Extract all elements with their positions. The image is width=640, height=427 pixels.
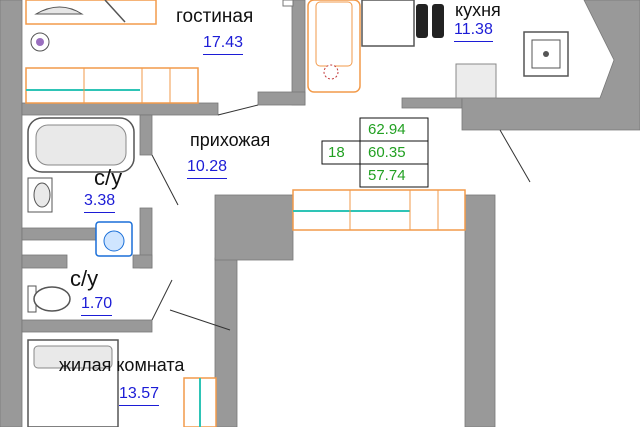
kitchen-outer-wall [461, 0, 640, 131]
room-name-hallway: прихожая [190, 130, 271, 150]
room-area-kitchen: 11.38 [454, 21, 493, 42]
toilet-fixtures [27, 285, 71, 313]
room-area-bathroom-underline [84, 212, 116, 213]
room-name-bathroom: с/у [94, 165, 123, 190]
summary-value-living: 60.35 [368, 144, 406, 161]
armchair-shape [34, 6, 84, 15]
summary-apartment-number: 18 [328, 144, 345, 161]
fridge [455, 63, 497, 99]
summary-table-number-cell [321, 140, 361, 165]
kitchen-furniture [307, 0, 569, 99]
room-area-toilet-value: 1.70 [81, 295, 113, 312]
wall-living-kitchen [291, 0, 306, 106]
summary-table-frame [359, 117, 429, 188]
chair-1 [416, 4, 428, 38]
sink-bowl [33, 182, 51, 208]
kitchen-plant-icon [323, 64, 339, 80]
wall-corridor-right [464, 194, 496, 427]
room-name-kitchen: кухня [455, 0, 501, 20]
tv-cabinet [25, 67, 199, 104]
room-area-hallway-value: 10.28 [187, 158, 228, 175]
living-room-furniture [25, 0, 294, 104]
room-area-living-underline [203, 54, 244, 55]
wall-corridor-block [214, 194, 294, 261]
wall-bath-upper [139, 114, 153, 156]
lamp-line [104, 0, 126, 23]
bedroom-furniture [27, 339, 217, 427]
door-living [217, 104, 259, 116]
door-bedroom [169, 309, 231, 331]
room-area-bathroom: 3.38 [84, 192, 116, 213]
room-area-toilet: 1.70 [81, 295, 113, 316]
room-area-kitchen-underline [454, 41, 493, 42]
room-area-bedroom: 13.57 [119, 385, 160, 406]
wall-toilet-bottom [21, 319, 153, 333]
sofa [25, 0, 157, 25]
dining-table [361, 0, 415, 47]
bathtub-inner [35, 124, 127, 166]
room-name-living: гостиная [176, 6, 254, 27]
room-area-living: 17.43 [203, 34, 244, 55]
wall-stub-living [257, 91, 306, 106]
door-kitchen [499, 129, 531, 183]
chair-2 [432, 4, 444, 38]
wall-toilet-top-left [21, 254, 68, 269]
wall-bath-toilet-left [21, 227, 98, 241]
summary-value-reduced: 57.74 [368, 167, 406, 184]
door-toilet [151, 279, 173, 321]
room-name-bedroom: жилая комната [59, 355, 185, 375]
left-outer-wall [0, 0, 23, 427]
room-area-hallway-underline [187, 178, 228, 179]
door-bath [151, 154, 179, 206]
room-name-toilet: с/у [70, 266, 99, 291]
room-area-living-value: 17.43 [203, 34, 244, 51]
stove-top [531, 39, 561, 69]
wall-stub-kitchen [401, 97, 463, 109]
room-area-bathroom-value: 3.38 [84, 192, 116, 209]
wall-under-living-room [21, 102, 219, 116]
summary-value-total: 62.94 [368, 121, 406, 138]
washing-machine-drum [103, 230, 125, 252]
stove-burner [543, 51, 549, 57]
socket-icon [282, 0, 294, 7]
room-area-toilet-underline [81, 315, 113, 316]
pillow [33, 345, 113, 369]
room-area-bedroom-underline [119, 405, 160, 406]
door-swings [151, 104, 531, 331]
corridor-wardrobe [292, 189, 466, 231]
plant-icon-center [36, 38, 44, 46]
toilet-bowl [33, 286, 71, 312]
wall-bedroom-right [214, 257, 238, 427]
bathroom-fixtures [27, 117, 135, 257]
kitchen-sofa [307, 0, 361, 93]
room-area-kitchen-value: 11.38 [454, 21, 493, 38]
summary-table [321, 117, 429, 188]
room-area-hallway: 10.28 [187, 158, 228, 179]
wall-bath-corner [132, 254, 153, 269]
room-area-bedroom-value: 13.57 [119, 385, 160, 402]
